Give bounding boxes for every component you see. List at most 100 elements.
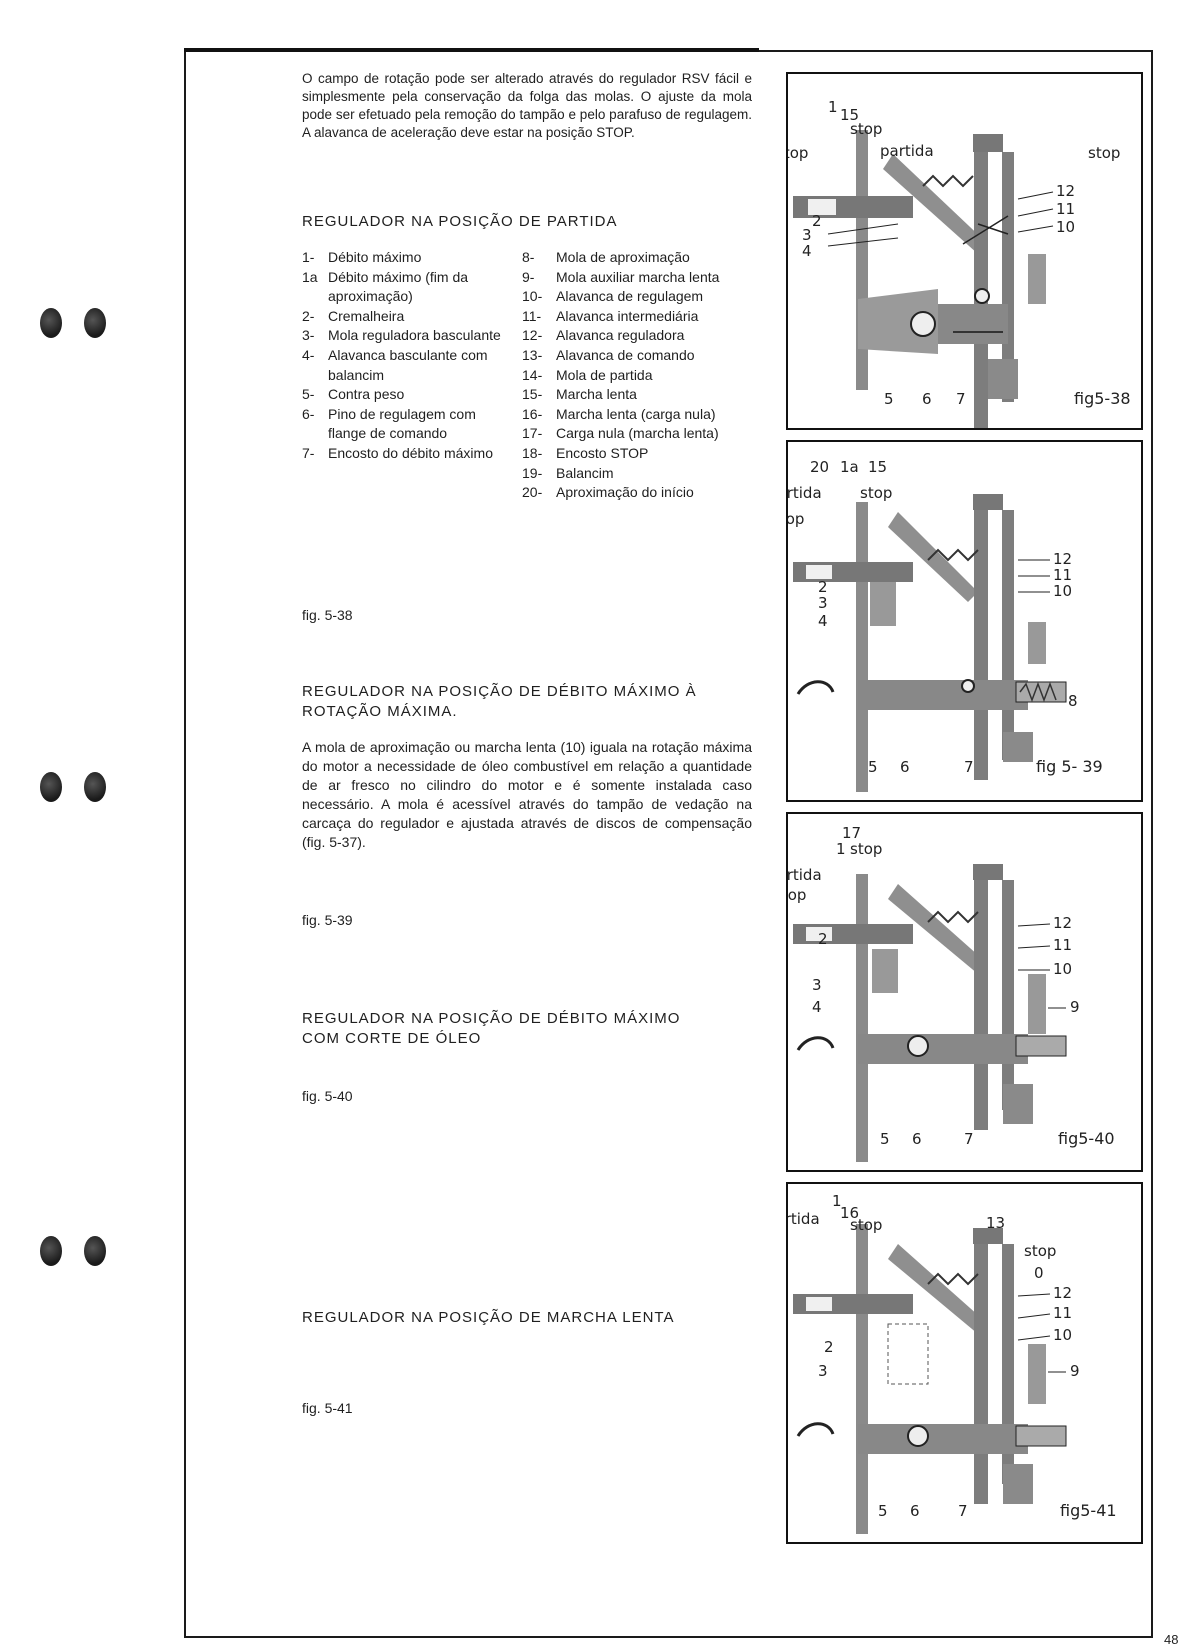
callout-label: 3 (802, 226, 812, 244)
figure-caption: fig 5- 39 (1036, 757, 1103, 776)
legend-item: 4-Alavanca basculante com balancim (302, 346, 488, 383)
callout-label: 2 (818, 578, 828, 596)
callout-label: 11 (1053, 566, 1072, 584)
callout-label: 1 (832, 1192, 842, 1210)
callout-label: stop (1024, 1242, 1056, 1260)
callout-label: 4 (802, 242, 812, 260)
figure-5-39: 20 1a 15 partida stop stop 12 11 10 8 2 … (786, 440, 1143, 802)
page-frame-top-rule (184, 48, 759, 52)
callout-label: 6 (910, 1502, 920, 1520)
governor-diagram: 1 15 stop stop stop partida 12 11 10 2 3… (788, 98, 1131, 428)
callout-label: 3 (812, 976, 822, 994)
callout-label: 6 (912, 1130, 922, 1148)
callout-label: 5 (878, 1502, 888, 1520)
callout-label: 1a (840, 458, 859, 476)
figure-caption: fig5-38 (1074, 389, 1131, 408)
legend-item: 9-Mola auxiliar marcha lenta (522, 268, 720, 285)
binder-hole (40, 1236, 62, 1266)
callout-label: 12 (1053, 914, 1072, 932)
callout-label: 12 (1056, 182, 1075, 200)
callout-label: 12 (1053, 550, 1072, 568)
callout-label: stop (1088, 144, 1120, 162)
callout-label: 10 (1053, 960, 1072, 978)
callout-label: 11 (1056, 200, 1075, 218)
callout-label: partida (788, 866, 822, 884)
callout-label: 16 (840, 1204, 859, 1222)
intro-paragraph: O campo de rotação pode ser alterado atr… (302, 71, 752, 140)
binder-hole (40, 308, 62, 338)
figure-5-41: 1 16 partida stop 13 stop 0 12 11 10 9 2… (786, 1182, 1143, 1544)
legend-item: 2-Cremalheira (302, 307, 405, 324)
legend-item: 19-Balancim (522, 464, 614, 481)
legend-item: 18-Encosto STOP (522, 444, 649, 461)
callout-label: 7 (956, 390, 966, 408)
callout-label: 7 (964, 1130, 974, 1148)
governor-diagram: 20 1a 15 partida stop stop 12 11 10 8 2 … (788, 458, 1103, 792)
figure-5-38: 1 15 stop stop stop partida 12 11 10 2 3… (786, 72, 1143, 430)
figure-reference: fig. 5-39 (302, 912, 353, 928)
legend-item: 16-Marcha lenta (carga nula) (522, 405, 716, 422)
callout-label: 17 (842, 824, 861, 842)
section-heading-corte-de-oleo: REGULADOR NA POSIÇÃO DE DÉBITO MÁXIMO CO… (302, 1010, 681, 1047)
callout-label: stop (788, 510, 804, 528)
binder-hole (40, 772, 62, 802)
binder-hole (84, 1236, 106, 1266)
callout-label: 4 (812, 998, 822, 1016)
callout-label: 2 (812, 212, 822, 230)
governor-diagram: 17 1 stop partida stop 12 11 10 9 2 3 4 … (788, 824, 1115, 1162)
callout-label: 10 (1053, 1326, 1072, 1344)
legend-right: 8-Mola de aproximação 9-Mola auxiliar ma… (522, 248, 752, 503)
figure-caption: fig5-40 (1058, 1129, 1115, 1148)
legend-item: 13-Alavanca de comando (522, 346, 695, 363)
callout-label: partida (788, 484, 822, 502)
callout-label: 11 (1053, 936, 1072, 954)
callout-label: stop (788, 886, 806, 904)
callout-label: 12 (1053, 1284, 1072, 1302)
legend-item: 10-Alavanca de regulagem (522, 288, 704, 305)
legend-item: 7-Encosto do débito máximo (302, 444, 493, 461)
callout-label: 5 (884, 390, 894, 408)
legend-item: 17-Carga nula (marcha lenta) (522, 425, 719, 442)
callout-label: stop (850, 840, 882, 858)
legend-item: 6-Pino de regulagem com flange de comand… (302, 405, 476, 442)
legend-item: 12-Alavanca reguladora (522, 327, 685, 344)
callout-label: 3 (818, 594, 828, 612)
section-heading-debito-maximo-rotacao: REGULADOR NA POSIÇÃO DE DÉBITO MÁXIMO À … (302, 683, 697, 720)
callout-label: 10 (1056, 218, 1075, 236)
binder-hole (84, 308, 106, 338)
callout-label: 11 (1053, 1304, 1072, 1322)
callout-label: 4 (818, 612, 828, 630)
figure-reference: fig. 5-38 (302, 607, 353, 623)
figure-reference: fig. 5-41 (302, 1400, 353, 1416)
section-heading-partida: REGULADOR NA POSIÇÃO DE PARTIDA (302, 213, 618, 230)
callout-label: 15 (840, 106, 859, 124)
callout-label: 2 (824, 1338, 834, 1356)
callout-label: 8 (1068, 692, 1078, 710)
binder-hole (84, 772, 106, 802)
callout-label: 13 (986, 1214, 1005, 1232)
legend-item: 5-Contra peso (302, 386, 405, 403)
callout-label: partida (880, 142, 934, 160)
section-heading-marcha-lenta: REGULADOR NA POSIÇÃO DE MARCHA LENTA (302, 1309, 675, 1326)
callout-label: 9 (1070, 998, 1080, 1016)
callout-label: 5 (880, 1130, 890, 1148)
legend-item: 1-Débito máximo (302, 249, 422, 265)
callout-label: partida (788, 1210, 820, 1228)
callout-label: 1 (836, 840, 846, 858)
callout-label: stop (850, 120, 882, 138)
figure-5-40: 17 1 stop partida stop 12 11 10 9 2 3 4 … (786, 812, 1143, 1172)
callout-label: 6 (900, 758, 910, 776)
legend-item: 11-Alavanca intermediária (522, 307, 699, 324)
callout-label: 5 (868, 758, 878, 776)
callout-label: 1 (828, 98, 838, 116)
legend-item: 14-Mola de partida (522, 366, 653, 383)
callout-label: 20 (810, 458, 829, 476)
callout-label: stop (860, 484, 892, 502)
legend-item: 20-Aproximação do início (522, 484, 694, 501)
callout-label: stop (788, 144, 808, 162)
figure-reference: fig. 5-40 (302, 1088, 353, 1104)
callout-label: 0 (1034, 1264, 1044, 1282)
legend-item: 8-Mola de aproximação (522, 249, 690, 265)
